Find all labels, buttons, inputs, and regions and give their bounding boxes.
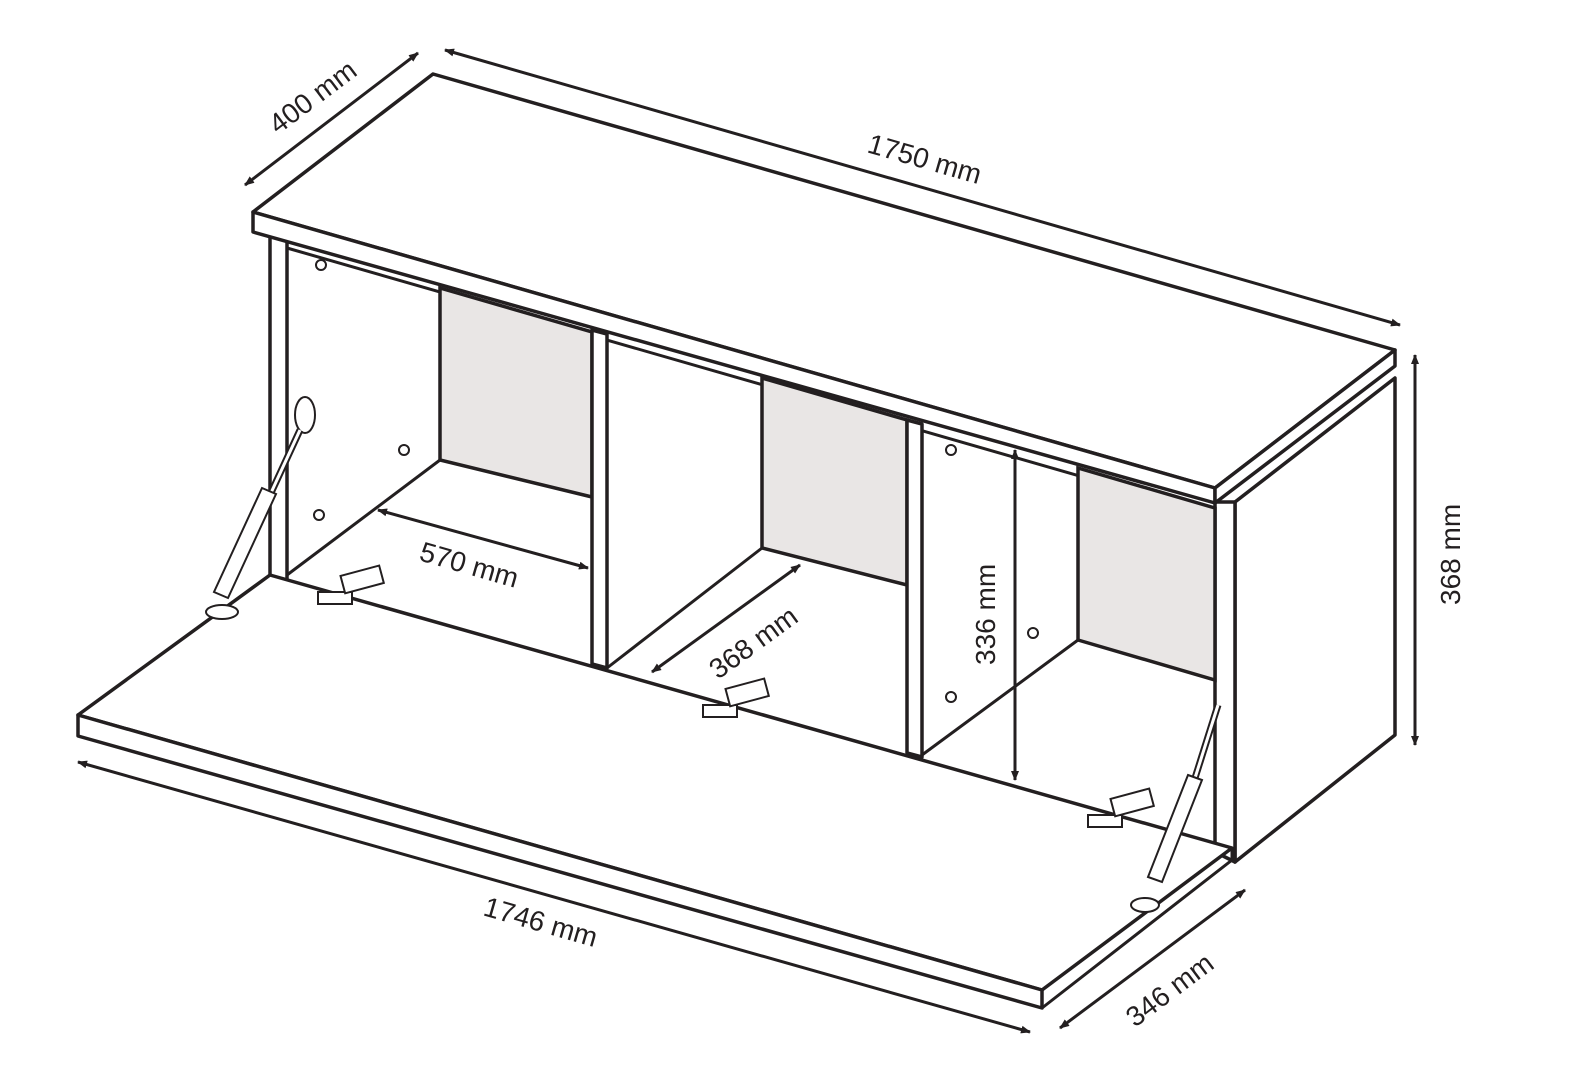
dim-label-width-top: 1750 mm <box>864 128 985 190</box>
top-board-end-edge <box>1213 348 1397 505</box>
right-side-front-edge <box>1213 500 1237 864</box>
floor-edge-left <box>286 458 441 577</box>
dim-label-height-outer: 368 mm <box>1435 504 1466 605</box>
dim-label-compartment-height: 336 mm <box>970 564 1001 665</box>
dim-label-depth-top: 400 mm <box>263 54 362 140</box>
flap-door <box>76 573 1234 1010</box>
left-side-panel <box>268 230 289 582</box>
divider-2 <box>905 418 924 759</box>
dim-label-width-flap: 1746 mm <box>480 891 601 953</box>
back-panel-right <box>1076 465 1217 683</box>
divider-1 <box>590 328 609 670</box>
gas-strut-left-icon <box>205 396 316 620</box>
dimension-lines <box>77 48 1419 1034</box>
shelf-pin-icons <box>313 259 1039 703</box>
hinge-icons <box>317 564 1156 828</box>
dim-label-compartment-depth: 368 mm <box>703 600 803 685</box>
floor-edge-right <box>921 638 1079 757</box>
dim-label-depth-flap: 346 mm <box>1120 947 1219 1033</box>
